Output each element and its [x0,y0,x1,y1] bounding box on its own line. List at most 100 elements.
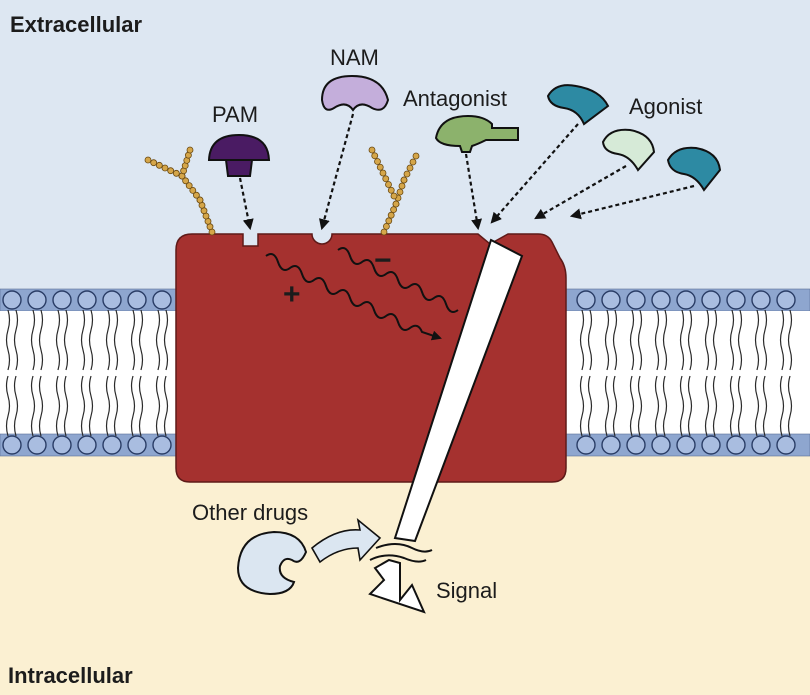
lipid-head [601,290,621,310]
glycan-bead [379,169,387,177]
lipid-head [2,290,22,310]
lipid-tail [654,375,660,437]
positive-modulation-sign: + [283,278,301,311]
lipid-tail [138,309,144,371]
lipid-tail [13,375,19,437]
glycan-bead [192,191,200,199]
signal-wave-positive [265,253,442,341]
antagonist-ligand [434,114,519,153]
lipid-head [2,435,22,455]
agonist-ligand-2 [601,128,656,172]
lipid-tail [105,309,111,371]
lipid-tail [662,375,668,437]
agonist-ligand-1 [546,84,610,126]
lipid-head [626,290,646,310]
lipid-tail [130,375,136,437]
lipid-head [751,435,771,455]
glycan-bead [185,182,193,190]
antagonist-label: Antagonist [403,86,507,111]
lipid-tail [612,375,618,437]
lipid-tail [704,309,710,371]
glycan-bead [398,182,406,190]
glycan-bead [387,186,395,194]
lipid-tail [38,375,44,437]
lipid-tail [30,309,36,371]
lipid-head [651,435,671,455]
lipid-tail [88,375,94,437]
nam-label: NAM [330,45,379,70]
antagonist-arrow [464,153,483,231]
lipid-head [776,290,796,310]
lipid-tail [712,309,718,371]
lipid-tail [155,309,161,371]
lipid-head [626,435,646,455]
lipid-tail [38,309,44,371]
nam-arrow [319,113,355,231]
lipid-head [576,290,596,310]
lipid-tail [737,375,743,437]
signal-label: Signal [436,578,498,603]
lipid-head [52,290,72,310]
lipid-head [52,435,72,455]
lipid-tail [30,375,36,437]
glycan-bead [182,177,190,185]
other-drug-ligand [236,517,382,596]
glycan-bead [144,156,152,164]
lipid-tail [138,375,144,437]
lipid-tail [80,375,86,437]
lipid-tail [779,375,785,437]
lipid-head [77,435,97,455]
glycan-bead [412,152,420,160]
lipid-tail [729,309,735,371]
lipid-tail [787,375,793,437]
lipid-head [676,290,696,310]
lipid-tail [712,375,718,437]
lipid-head [102,290,122,310]
lipid-tail [130,309,136,371]
glycan-bead [196,196,204,204]
lipid-tail [762,309,768,371]
lipid-tail [587,375,593,437]
negative-modulation-sign: − [374,244,392,277]
lipid-tail [629,309,635,371]
lipid-head [27,435,47,455]
glycan-bead [172,169,180,177]
lipid-heads [2,290,796,455]
binding-arrows [238,113,695,231]
glycan-bead [390,206,398,214]
lipid-tail [762,375,768,437]
lipid-tail [662,309,668,371]
lipid-head [576,435,596,455]
lipid-head [152,290,172,310]
glycan-bead [382,175,390,183]
lipid-tail [13,309,19,371]
lipid-head [152,435,172,455]
signal-arrow [368,238,524,614]
lipid-tail [80,309,86,371]
lipid-tail [737,309,743,371]
glycan-bead [392,200,400,208]
lipid-tail [579,309,585,371]
other-drugs-label: Other drugs [192,500,309,525]
lipid-tail [704,375,710,437]
glycan-bead [390,192,398,200]
glycan-bead [150,159,158,167]
receptor-body [175,233,567,483]
glycan-chains [144,146,420,236]
lipid-tail [105,375,111,437]
lipid-tail [754,309,760,371]
lipid-tail [779,309,785,371]
glycan-bead [186,146,194,154]
lipid-tail [88,309,94,371]
lipid-tail [163,309,169,371]
lipid-tail [55,375,61,437]
lipid-tail [679,375,685,437]
glycan-bead [387,211,395,219]
agonist-label: Agonist [629,94,703,119]
glycan-bead [385,181,392,188]
lipid-head [27,290,47,310]
glycan-bead [189,186,197,194]
lipid-tail [5,309,11,371]
lipid-tail [63,375,69,437]
